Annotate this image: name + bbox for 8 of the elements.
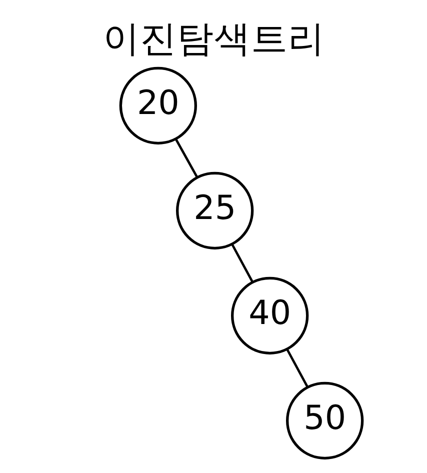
connector (174, 138, 198, 178)
node-circle: 50 (286, 382, 364, 460)
connector (230, 244, 253, 282)
node-circle: 25 (176, 172, 254, 250)
connector (286, 348, 308, 388)
node-circle: 20 (118, 66, 196, 144)
node-circle: 40 (230, 276, 308, 354)
diagram-title: 이진탐색트리 (102, 16, 324, 60)
